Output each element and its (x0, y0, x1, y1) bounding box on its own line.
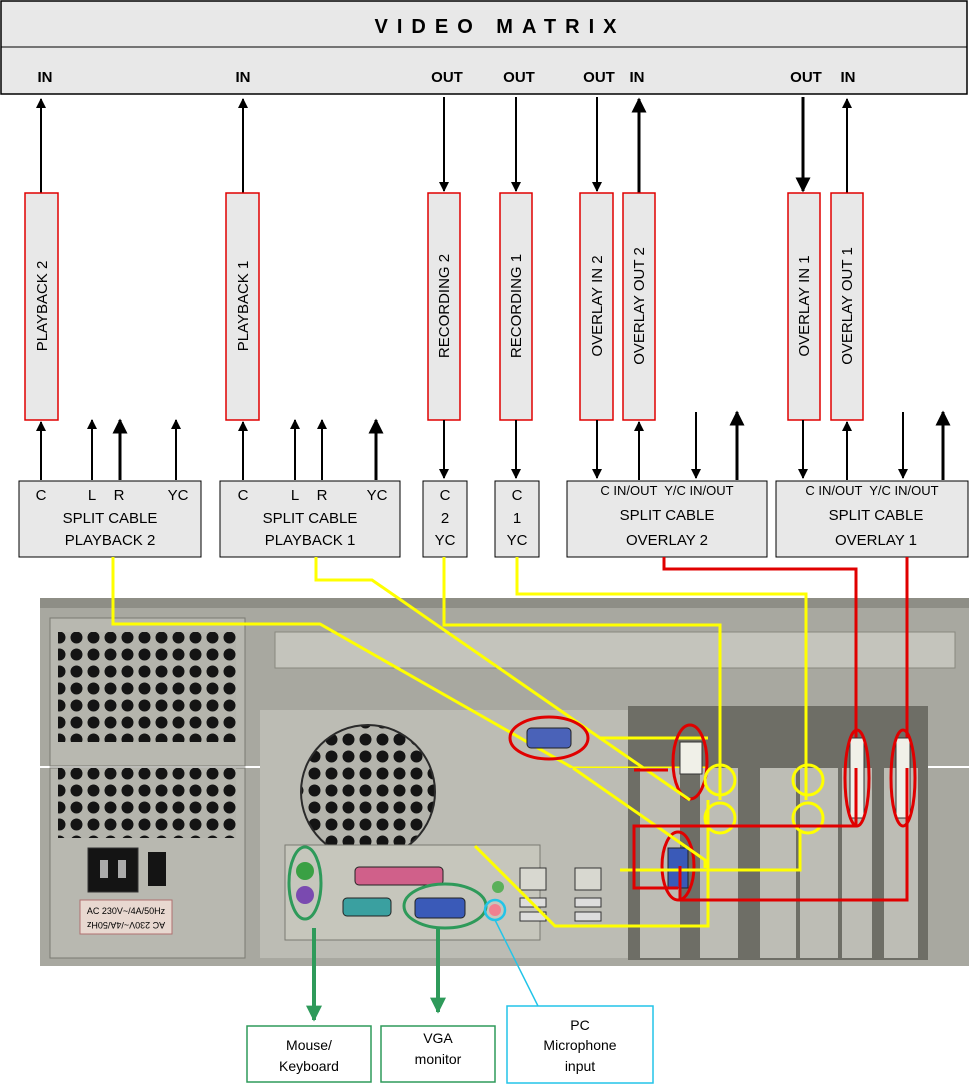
network-port-icon (519, 867, 602, 891)
pin-label: L (291, 487, 299, 504)
power-socket-icon (87, 847, 166, 893)
pin-label: R (317, 487, 328, 504)
module-box (830, 192, 864, 421)
pin-label: YC (367, 487, 388, 504)
matrix-port-label: IN (236, 69, 251, 86)
split-cable-line: SPLIT CABLE (620, 507, 715, 524)
serial-port-icon (342, 897, 392, 917)
split-cable-recording-1: C 1 YC (494, 480, 540, 558)
module-boxes: PLAYBACK 2 PLAYBACK 1 RECORDING 2 RECORD… (24, 192, 864, 421)
pin-label: C (36, 487, 47, 504)
split-cable-line: SPLIT CABLE (63, 510, 158, 527)
callout-microphone-input: PC Microphone input (494, 919, 654, 1084)
pin-label: R (114, 487, 125, 504)
split-cable-playback-2: C L R YC SPLIT CABLE PLAYBACK 2 (18, 480, 202, 558)
red-wires-lower (632, 768, 909, 902)
matrix-port-label: OUT (431, 69, 463, 86)
callout-text: VGA (423, 1030, 453, 1046)
split-cable-line: 2 (441, 510, 449, 527)
matrix-port-label: IN (630, 69, 645, 86)
split-cable-line: PLAYBACK 1 (265, 532, 356, 549)
module-label: OVERLAY OUT 1 (839, 247, 856, 365)
split-cable-line: OVERLAY 2 (626, 532, 708, 549)
split-cable-recording-2: C 2 YC (422, 480, 468, 558)
callout-mouse-keyboard: Mouse/ Keyboard (246, 928, 372, 1083)
pin-label: L (88, 487, 96, 504)
split-cable-line: PLAYBACK 2 (65, 532, 156, 549)
fan-icon (300, 724, 436, 860)
ps2-port-icon (287, 845, 323, 921)
module-label: OVERLAY IN 2 (589, 255, 606, 356)
split-cable-playback-1: C L R YC SPLIT CABLE PLAYBACK 1 (219, 480, 401, 558)
split-cable-line: OVERLAY 1 (835, 532, 917, 549)
callout-text: PC (570, 1017, 589, 1033)
yellow-wire (314, 557, 708, 740)
vent-icon (274, 631, 956, 669)
module-box (787, 192, 821, 421)
split-arrows (36, 410, 951, 480)
yellow-wire (473, 800, 710, 928)
module-label: PLAYBACK 2 (34, 261, 51, 352)
matrix-port-label: OUT (790, 69, 822, 86)
yellow-wire (442, 557, 722, 768)
module-box (622, 192, 656, 421)
split-cable-line: SPLIT CABLE (263, 510, 358, 527)
split-cable-line: YC (435, 532, 456, 549)
module-label: RECORDING 2 (436, 254, 453, 358)
module-label: RECORDING 1 (508, 254, 525, 358)
module-label: OVERLAY IN 1 (796, 255, 813, 356)
parallel-port-icon (354, 866, 444, 886)
power-supply (49, 617, 246, 767)
pin-label: C (238, 487, 249, 504)
psu-label-text: AC 230V~/4A/50Hz (86, 920, 165, 930)
split-cable-line: SPLIT CABLE (829, 507, 924, 524)
module-box (225, 192, 260, 421)
yellow-wire (572, 766, 707, 868)
matrix-port-label: OUT (583, 69, 615, 86)
split-cable-line: C (512, 487, 523, 504)
split-cable-line: YC (507, 532, 528, 549)
pin-label: C IN/OUT Y/C IN/OUT (805, 483, 938, 498)
split-cable-overlay-1: C IN/OUT Y/C IN/OUT SPLIT CABLE OVERLAY … (775, 480, 969, 558)
red-wire (662, 557, 858, 768)
yellow-wire (515, 557, 808, 768)
callout-vga-monitor: VGA monitor (380, 928, 496, 1083)
callout-text: Mouse/ (286, 1037, 332, 1053)
pc-rear-panel-body: AC 230V~/4A/50Hz AC 230V~/4A/50Hz (40, 715, 969, 966)
video-matrix-bar: VIDEO MATRIX IN IN OUT OUT OUT IN OUT IN (0, 0, 968, 95)
module-label: PLAYBACK 1 (235, 261, 252, 352)
module-box (24, 192, 59, 421)
matrix-port-label: OUT (503, 69, 535, 86)
matrix-title: VIDEO MATRIX (375, 16, 626, 38)
matrix-port-label: IN (841, 69, 856, 86)
module-label: OVERLAY OUT 2 (631, 247, 648, 365)
serial-port-icon (508, 715, 590, 761)
psu-label-text: AC 230V~/4A/50Hz (87, 906, 166, 916)
psu-label: AC 230V~/4A/50Hz AC 230V~/4A/50Hz (79, 899, 173, 935)
callout-text: Microphone (543, 1037, 616, 1053)
pin-label: YC (168, 487, 189, 504)
split-cable-line: 1 (513, 510, 521, 527)
matrix-arrows (36, 97, 852, 193)
matrix-port-label: IN (38, 69, 53, 86)
red-wire (632, 768, 858, 890)
pin-label: C IN/OUT Y/C IN/OUT (600, 483, 733, 498)
vga-port-icon (660, 830, 696, 902)
split-cable-line: C (440, 487, 451, 504)
red-wire (678, 768, 909, 902)
callout-text: Keyboard (279, 1058, 339, 1074)
callout-text: monitor (415, 1051, 462, 1067)
callout-text: input (565, 1058, 595, 1074)
split-cable-overlay-2: C IN/OUT Y/C IN/OUT SPLIT CABLE OVERLAY … (566, 480, 768, 558)
